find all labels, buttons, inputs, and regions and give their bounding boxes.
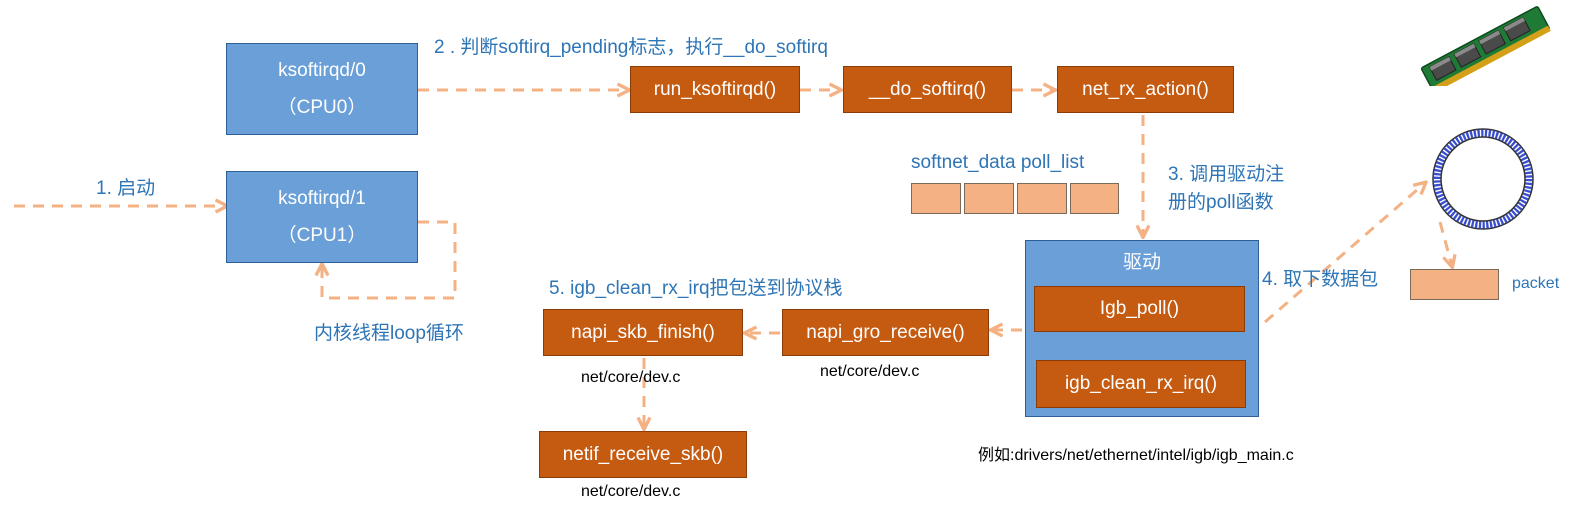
packet-label: packet: [1512, 275, 1560, 292]
igb-poll-box: Igb_poll(): [1034, 286, 1245, 332]
ksoftirqd0-box: ksoftirqd/0 （CPU0）: [226, 43, 418, 135]
ksoftirqd1-cpu: （CPU1）: [277, 224, 367, 246]
ram-module-icon: [1420, 6, 1551, 86]
loop-label: 内核线程loop循环: [314, 323, 464, 344]
netif-receive-skb-box: netif_receive_skb(): [539, 431, 747, 478]
igb-clean-rx-irq-box: igb_clean_rx_irq(): [1036, 360, 1246, 408]
poll-list-cell: [1070, 183, 1119, 214]
step1-label: 1. 启动: [96, 178, 156, 199]
run-ksoftirqd-box: run_ksoftirqd(): [630, 66, 800, 113]
ksoftirqd1-name: ksoftirqd/1: [278, 187, 366, 209]
ksoftirqd0-cpu: （CPU0）: [277, 96, 367, 118]
arrow-to-packet: [1438, 221, 1452, 266]
poll-list-cell: [1017, 183, 1067, 214]
do-softirq-box: __do_softirq(): [843, 66, 1012, 113]
ksoftirqd1-box: ksoftirqd/1 （CPU1）: [226, 171, 418, 263]
napi-gro-receive-file: net/core/dev.c: [820, 363, 920, 380]
ksoftirqd0-name: ksoftirqd/0: [278, 59, 366, 81]
napi-skb-finish-box: napi_skb_finish(): [543, 309, 743, 356]
packet-box: [1410, 269, 1499, 300]
step3-label-line2: 册的poll函数: [1168, 192, 1274, 213]
example-path-label: 例如:drivers/net/ethernet/intel/igb/igb_ma…: [978, 447, 1294, 464]
arrow-loop: [322, 220, 457, 300]
net-rx-action-box: net_rx_action(): [1057, 66, 1234, 113]
step4-label: 4. 取下数据包: [1262, 269, 1379, 290]
step2-label: 2 . 判断softirq_pending标志，执行__do_softirq: [434, 37, 828, 58]
ring-buffer-icon: [1432, 128, 1534, 230]
softnet-label: softnet_data poll_list: [911, 152, 1085, 173]
driver-title: 驱动: [1122, 252, 1161, 273]
napi-skb-finish-file: net/core/dev.c: [581, 369, 681, 386]
napi-gro-receive-box: napi_gro_receive(): [782, 309, 989, 356]
poll-list-cell: [964, 183, 1014, 214]
arrow-to-ring: [1264, 183, 1425, 324]
step3-label-line1: 3. 调用驱动注: [1168, 164, 1285, 185]
step5-label: 5. igb_clean_rx_irq把包送到协议栈: [549, 278, 843, 299]
poll-list-cell: [911, 183, 961, 214]
netif-receive-skb-file: net/core/dev.c: [581, 483, 681, 500]
